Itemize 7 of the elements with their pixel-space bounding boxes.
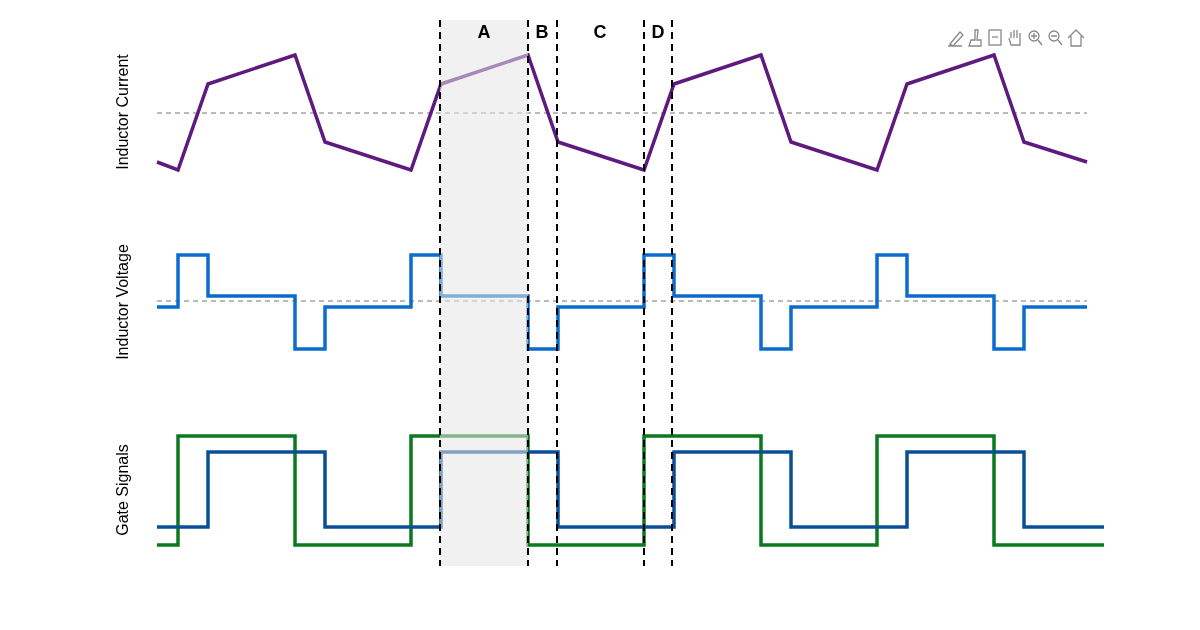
axis-label: Inductor Current: [114, 54, 132, 170]
interval-label: B: [535, 21, 549, 43]
interval-label: A: [477, 21, 491, 43]
interval-label: C: [593, 21, 607, 43]
axis-label: Inductor Voltage: [114, 244, 132, 360]
axis-label: Gate Signals: [114, 444, 132, 536]
interval-label: D: [651, 21, 665, 43]
